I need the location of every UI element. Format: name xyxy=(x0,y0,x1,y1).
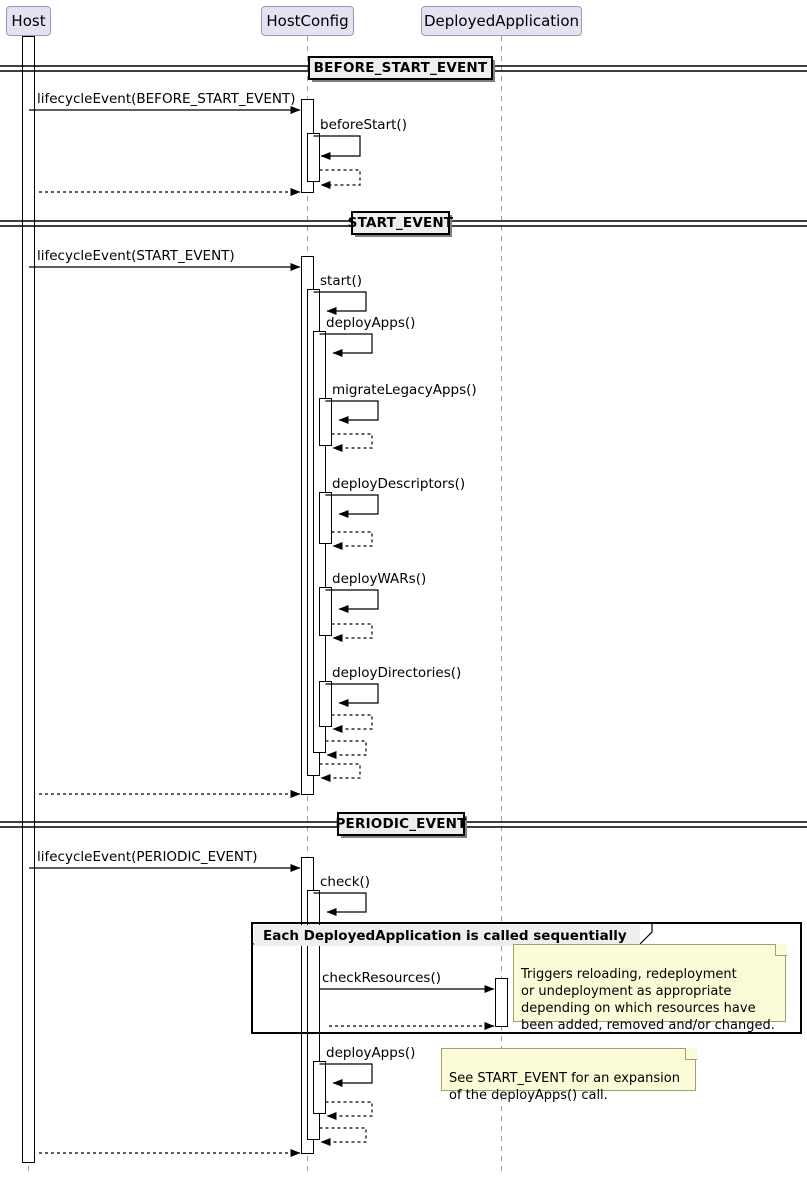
arrow-deployWARs xyxy=(325,589,379,613)
lifelines xyxy=(28,36,502,1173)
activation-hostconfig-migrate xyxy=(319,398,332,446)
divider-start-event: START_EVENT xyxy=(348,211,453,235)
arrow-deployApps-start xyxy=(319,333,373,357)
note-deployapps-text: See START_EVENT for an expansion of the … xyxy=(449,1071,680,1103)
arrow-beforeStart xyxy=(313,135,361,160)
message-label-migrateLegacyApps: migrateLegacyApps() xyxy=(332,382,477,398)
arrow-deployApps-inner-return xyxy=(325,740,367,759)
divider-before-start-event: BEFORE_START_EVENT xyxy=(308,56,493,80)
messages-layer xyxy=(29,106,495,1157)
message-label-start: start() xyxy=(320,273,362,289)
arrow-check-return xyxy=(319,1127,367,1146)
arrow-migrateLegacyApps xyxy=(325,400,379,424)
activation-bars xyxy=(22,36,508,1163)
arrow-deployDescriptors xyxy=(325,494,379,518)
arrow-migrateLegacyApps-return xyxy=(331,433,373,452)
activation-hostconfig-wars xyxy=(319,587,332,636)
activation-deployedapp-checkres xyxy=(495,978,508,1027)
participant-deployedapplication[interactable]: DeployedApplication xyxy=(421,6,582,36)
arrow-deployWARs-return xyxy=(331,623,373,642)
divider-lines xyxy=(0,65,807,828)
arrow-deployApps-periodic xyxy=(319,1063,373,1087)
message-label-deployWARs: deployWARs() xyxy=(332,571,427,587)
message-label-deployApps-start: deployApps() xyxy=(326,315,416,331)
divider-periodic-event: PERIODIC_EVENT xyxy=(335,812,467,836)
message-label-checkResources: checkResources() xyxy=(322,970,442,986)
message-label-lifecycleEvent-periodic: lifecycleEvent(PERIODIC_EVENT) xyxy=(37,849,258,865)
message-label-deployDescriptors: deployDescriptors() xyxy=(332,476,466,492)
message-label-lifecycleEvent-start: lifecycleEvent(START_EVENT) xyxy=(37,248,235,264)
message-label-beforeStart: beforeStart() xyxy=(320,117,407,133)
arrow-deployDirectories xyxy=(325,683,379,707)
note-checkresources: Triggers reloading, redeployment or unde… xyxy=(513,944,786,1033)
activation-hostconfig-deployapps xyxy=(313,1061,326,1114)
activation-hostconfig-descriptors xyxy=(319,492,332,544)
participant-hostconfig-label: HostConfig xyxy=(266,12,349,30)
arrow-start xyxy=(313,291,367,315)
arrow-check xyxy=(313,892,367,916)
arrow-deployDescriptors-return xyxy=(331,531,373,550)
activation-host xyxy=(22,36,35,1163)
note-deployapps: See START_EVENT for an expansion of the … xyxy=(441,1048,696,1103)
participant-host[interactable]: Host xyxy=(6,6,51,36)
note-checkresources-fold-icon xyxy=(775,944,787,956)
divider-before-start-event-label: BEFORE_START_EVENT xyxy=(313,60,488,76)
group-title-label: Each DeployedApplication is called seque… xyxy=(263,927,627,944)
divider-periodic-event-label: PERIODIC_EVENT xyxy=(335,816,467,832)
message-label-deployApps-periodic: deployApps() xyxy=(326,1045,416,1061)
arrow-deployDirectories-return xyxy=(331,714,373,733)
arrow-start-return xyxy=(319,763,361,782)
arrow-beforeStart-return xyxy=(319,169,361,189)
message-label-check: check() xyxy=(320,874,371,890)
arrow-deployApps-periodic-return xyxy=(325,1101,373,1120)
note-deployapps-fold-icon xyxy=(685,1048,697,1060)
divider-start-event-label: START_EVENT xyxy=(347,215,454,231)
note-checkresources-text: Triggers reloading, redeployment or unde… xyxy=(521,967,775,1033)
message-label-deployDirectories: deployDirectories() xyxy=(332,665,462,681)
activation-hostconfig-directories xyxy=(319,681,332,727)
participant-host-label: Host xyxy=(11,12,46,30)
participant-deployedapplication-label: DeployedApplication xyxy=(423,12,580,30)
activation-hostconfig-beforestart-inner xyxy=(307,133,320,182)
message-label-lifecycleEvent-before-start: lifecycleEvent(BEFORE_START_EVENT) xyxy=(37,91,296,107)
group-title-each-deployedapplication: Each DeployedApplication is called seque… xyxy=(254,925,640,946)
participant-hostconfig[interactable]: HostConfig xyxy=(261,6,354,36)
